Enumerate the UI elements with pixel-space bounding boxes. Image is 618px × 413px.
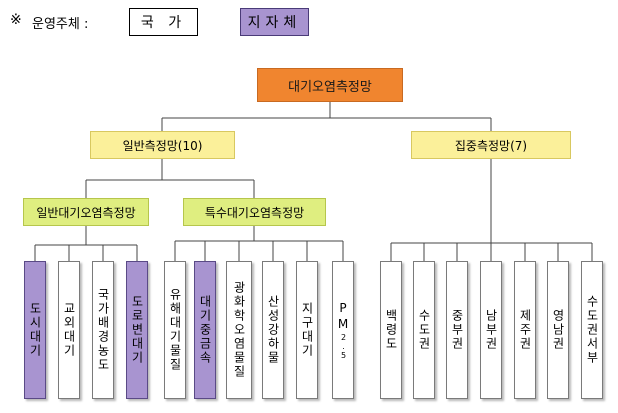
leaf-yeongnam: 영남권 [547,261,569,399]
pm-subscript: 2.5 [339,332,348,360]
leaf-heavy-metals: 대기중금속 [194,261,216,399]
leaf-national-background: 국가배경농도 [92,261,114,399]
intensive-network-node: 집중측정망(7) [411,131,571,159]
leaf-acid-deposition: 산성강하물 [262,261,284,399]
leaf-urban-air: 도시대기 [24,261,46,399]
root-node: 대기오염측정망 [257,68,403,102]
special-air-group-node: 특수대기오염측정망 [183,198,326,226]
leaf-southern: 남부권 [480,261,502,399]
general-air-group-node: 일반대기오염측정망 [23,198,149,226]
pm-label: PM [336,300,350,333]
reference-mark: ※ [10,12,22,28]
leaf-baengnyeong: 백령도 [380,261,402,399]
leaf-capital: 수도권 [413,261,435,399]
legend-local-swatch: 지자체 [240,8,309,36]
leaf-global-air: 지구대기 [296,261,318,399]
general-network-node: 일반측정망(10) [90,131,235,159]
leaf-hazardous-air: 유해대기물질 [164,261,186,399]
leaf-roadside-air: 도로변대기 [126,261,148,399]
leaf-central: 중부권 [446,261,468,399]
legend-national-swatch: 국 가 [129,8,198,36]
leaf-capital-southwest: 수도권서부 [581,261,603,399]
leaf-jeju: 제주권 [514,261,536,399]
leaf-photochemical: 광화학오염물질 [226,261,252,399]
legend-title: 운영주체 : [32,17,89,32]
leaf-suburban-air: 교외대기 [58,261,80,399]
